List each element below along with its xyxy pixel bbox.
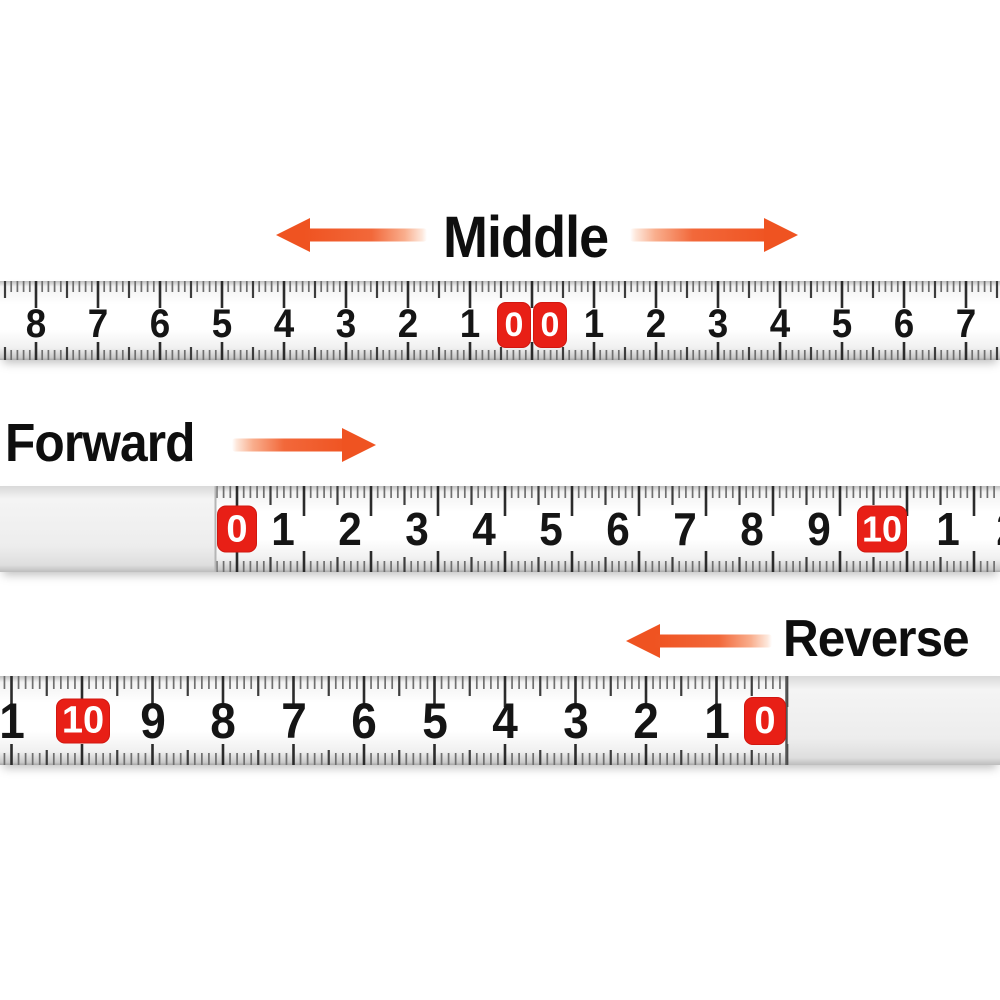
ten-marker: 10 bbox=[857, 505, 907, 553]
ruler-number: 2 bbox=[996, 506, 1000, 552]
tick-marks bbox=[214, 486, 995, 572]
ruler-number: 4 bbox=[492, 692, 518, 749]
ruler-number: 7 bbox=[87, 301, 109, 346]
ruler-number: 3 bbox=[563, 692, 589, 749]
blank-tape-leader bbox=[0, 486, 215, 572]
arrowhead-right-icon bbox=[764, 218, 798, 252]
ruler-number: 4 bbox=[472, 503, 496, 555]
ruler-number: 4 bbox=[273, 301, 295, 346]
ruler-number: 7 bbox=[673, 503, 697, 555]
middle-arrow-right-icon bbox=[628, 218, 798, 252]
arrow-shaft bbox=[630, 228, 770, 242]
ruler-number: 7 bbox=[281, 692, 307, 749]
ruler-number: 8 bbox=[210, 692, 236, 749]
arrow-shaft bbox=[232, 438, 348, 452]
forward-ruler: 12345678912010 bbox=[0, 486, 1000, 572]
ruler-number: 1 bbox=[0, 692, 25, 749]
zero-marker: 0 bbox=[533, 301, 567, 348]
ruler-number: 5 bbox=[539, 503, 563, 555]
forward-label: Forward bbox=[5, 413, 195, 473]
ruler-number: 8 bbox=[25, 301, 47, 346]
forward-arrow-icon bbox=[230, 428, 376, 462]
arrow-shaft bbox=[304, 228, 427, 242]
tick-marks bbox=[3, 281, 999, 360]
ruler-number: 1 bbox=[583, 301, 605, 346]
zero-marker: 0 bbox=[497, 301, 531, 348]
ruler-number: 6 bbox=[351, 692, 377, 749]
ruler-number: 9 bbox=[807, 503, 831, 555]
ruler-number: 1 bbox=[936, 503, 960, 555]
ruler-number: 4 bbox=[769, 301, 791, 346]
middle-label: Middle bbox=[443, 205, 609, 270]
ruler-number: 9 bbox=[140, 692, 166, 749]
ruler-number: 6 bbox=[149, 301, 171, 346]
zero-marker: 0 bbox=[217, 505, 257, 553]
arrowhead-right-icon bbox=[342, 428, 376, 462]
ruler-number: 2 bbox=[633, 692, 659, 749]
ruler-number: 5 bbox=[422, 692, 448, 749]
middle-arrow-left-icon bbox=[276, 218, 429, 252]
ruler-number: 1 bbox=[704, 692, 730, 749]
blank-tape-leader bbox=[788, 676, 1000, 765]
ruler-number: 6 bbox=[893, 301, 915, 346]
ten-marker: 10 bbox=[56, 698, 110, 743]
ruler-number: 1 bbox=[459, 301, 481, 346]
ruler-number: 8 bbox=[740, 503, 764, 555]
ruler-number: 6 bbox=[606, 503, 630, 555]
ruler-number: 3 bbox=[405, 503, 429, 555]
reverse-arrow-icon bbox=[626, 624, 774, 658]
ruler-number: 5 bbox=[831, 301, 853, 346]
ruler-number: 3 bbox=[707, 301, 729, 346]
ruler-number: 2 bbox=[645, 301, 667, 346]
ruler-number: 5 bbox=[211, 301, 233, 346]
ruler-number: 2 bbox=[397, 301, 419, 346]
ruler-number: 1 bbox=[271, 503, 295, 555]
ruler-number: 2 bbox=[338, 503, 362, 555]
ruler-number: 7 bbox=[955, 301, 977, 346]
reverse-label: Reverse bbox=[783, 610, 970, 668]
zero-marker: 0 bbox=[744, 696, 786, 745]
arrow-shaft bbox=[654, 634, 772, 648]
ruler-number: 3 bbox=[335, 301, 357, 346]
